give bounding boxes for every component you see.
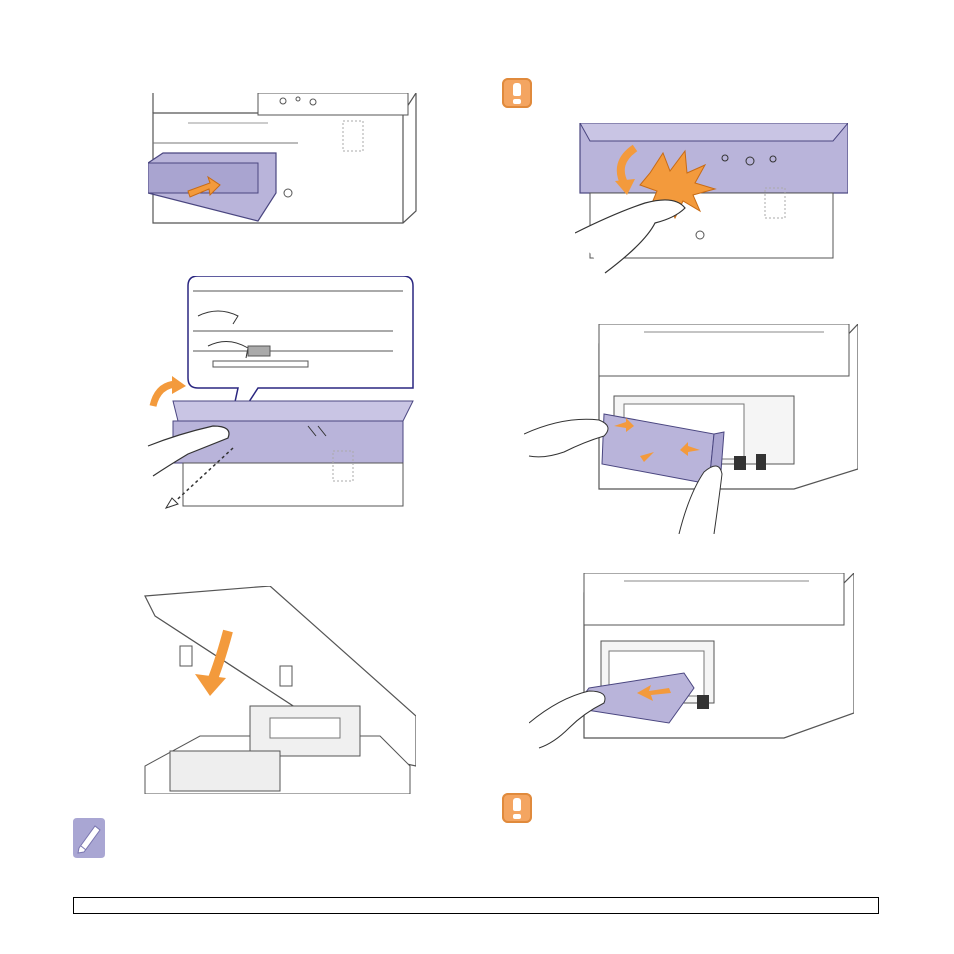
figure-scanner-lift [138, 276, 416, 524]
figure-scanner-lower [140, 586, 416, 794]
caution-icon [502, 78, 532, 108]
footer-box [73, 897, 879, 914]
caution-icon [502, 793, 532, 823]
figure-rear-cover-remove [524, 324, 858, 534]
figure-tray-close [148, 93, 420, 235]
figure-scanner-lower-warning [575, 123, 848, 278]
figure-paper-pull-out [529, 573, 854, 773]
note-pen-icon [71, 818, 105, 858]
